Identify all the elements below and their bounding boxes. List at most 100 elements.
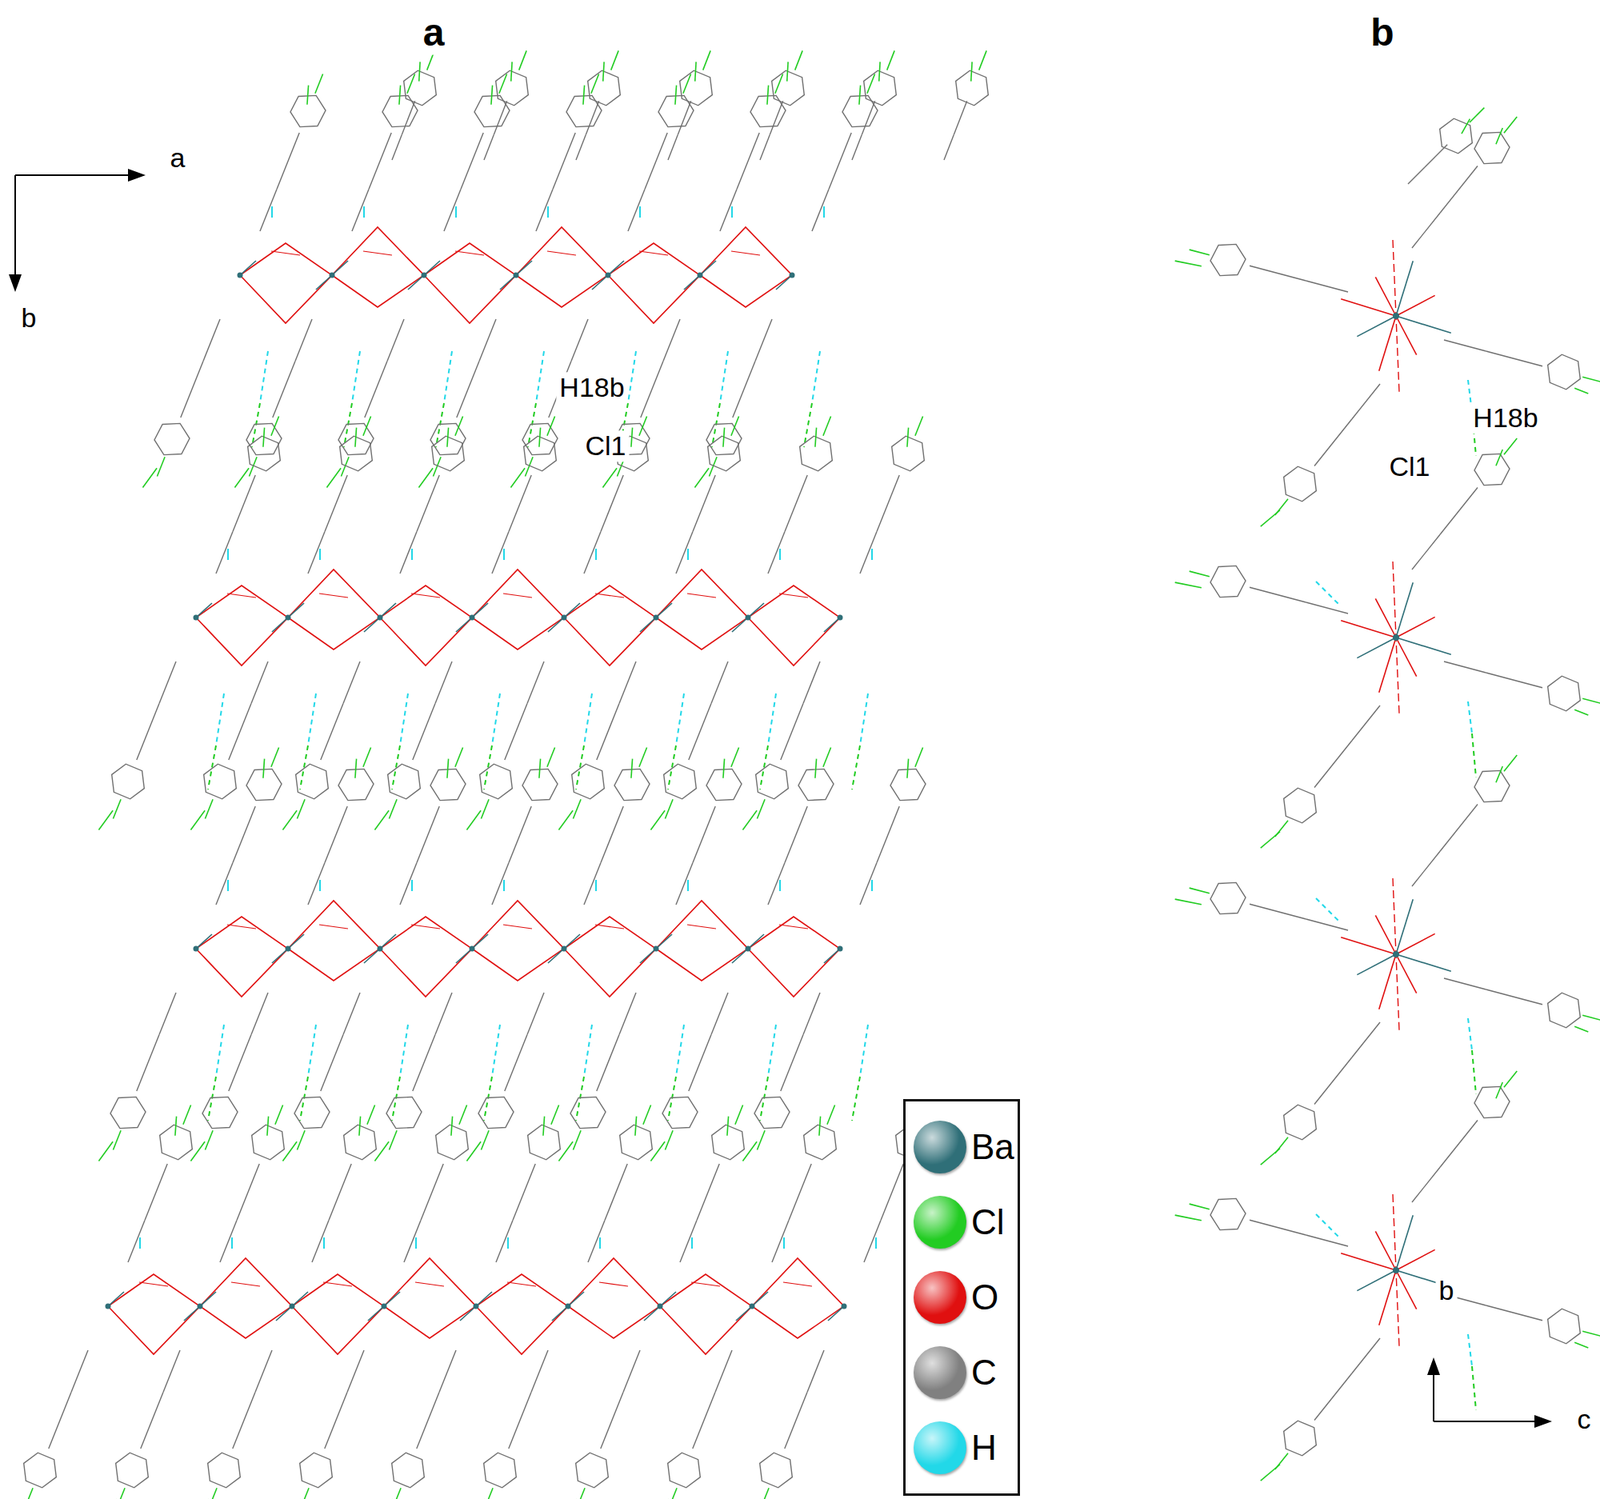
cl-bond [631, 428, 633, 448]
benzene-ring [1548, 1308, 1581, 1344]
bond [1444, 340, 1487, 352]
bond [527, 992, 544, 1036]
cl-bond [756, 1130, 765, 1150]
bond [180, 361, 204, 419]
cl-bond [282, 810, 297, 830]
h-bond [852, 745, 860, 790]
ba-bond [292, 1292, 308, 1307]
cl-bond [388, 799, 397, 819]
bond [1306, 1235, 1349, 1247]
benzene-ring [1474, 1086, 1510, 1118]
h-atom [227, 880, 229, 892]
bond [604, 1164, 628, 1221]
legend-text: Ba [971, 1127, 1015, 1168]
ba-bond [408, 275, 424, 290]
bond [784, 1392, 808, 1450]
cl-bond [271, 748, 280, 768]
cl-bond [419, 61, 420, 81]
bond [531, 1350, 548, 1393]
ba-o-bond [1356, 637, 1396, 659]
h-bond [576, 745, 584, 790]
ba-o-bond [660, 1274, 752, 1355]
ba-o-bond [384, 1258, 476, 1339]
bond [411, 593, 440, 598]
bond [435, 661, 452, 704]
bond [944, 135, 954, 161]
cl-bond [742, 1141, 757, 1161]
ba-bond [332, 260, 348, 276]
h-bond [392, 745, 400, 790]
cl-bond [1260, 1148, 1280, 1165]
benzene-ring [338, 423, 374, 455]
bond [1412, 851, 1440, 887]
bond [216, 863, 233, 906]
bond [455, 251, 484, 256]
h-atom [363, 206, 365, 218]
h-bond [852, 1076, 860, 1121]
ba-atom [381, 1304, 388, 1310]
bond [227, 593, 256, 598]
cl-bond [234, 468, 249, 488]
ba-o-bond [472, 569, 564, 650]
h-bond [720, 351, 728, 404]
bond [479, 319, 496, 362]
h-atom [691, 1237, 693, 1249]
benzene-ring [754, 1096, 790, 1128]
benzene-ring [956, 70, 989, 106]
ba-bond [364, 948, 380, 964]
bond [1306, 919, 1349, 931]
cl-bond [731, 416, 740, 436]
ba-atom [837, 946, 844, 952]
ba-bond [380, 934, 396, 949]
cl-bond [915, 748, 924, 768]
benzene-ring [484, 1452, 517, 1488]
ba-bond [384, 1292, 400, 1307]
cl-bond [1175, 582, 1202, 588]
cl-bond [915, 416, 924, 436]
bond [343, 661, 360, 704]
bond [496, 1220, 513, 1264]
ba-bond [476, 1292, 492, 1307]
cl-bond [611, 50, 619, 70]
ba-bond [656, 934, 672, 949]
benzene-ring [300, 1452, 333, 1488]
cl-bond [1189, 249, 1210, 256]
cl-bond [1574, 709, 1588, 716]
ba-o-bond [1356, 316, 1396, 337]
bond [599, 1282, 628, 1287]
bond [596, 1035, 620, 1092]
bond [677, 100, 691, 135]
h-bond [812, 351, 820, 404]
cl-bond [731, 748, 740, 768]
cl-bond [867, 74, 876, 94]
cl-bond [879, 61, 880, 81]
benzene-ring [388, 764, 421, 800]
h-bond [1472, 1366, 1476, 1411]
bond [1314, 419, 1352, 467]
bond [216, 532, 233, 575]
bond [687, 593, 716, 598]
axis-label: a [167, 142, 189, 174]
bond [251, 661, 268, 704]
cl-bond [664, 799, 673, 819]
axis [14, 175, 16, 280]
benzene-ring [1210, 882, 1246, 914]
cl-bond [558, 810, 573, 830]
cl-bond [1582, 376, 1600, 383]
bond [663, 319, 680, 362]
ba-atom [605, 272, 612, 279]
h-bond [1468, 1334, 1472, 1367]
bond [232, 475, 256, 532]
ba-bond [456, 948, 472, 964]
bond [128, 1220, 145, 1264]
bond [420, 1164, 444, 1221]
bond [527, 661, 544, 704]
benzene-ring [24, 1452, 57, 1488]
benzene-ring [576, 1452, 609, 1488]
cl-bond [116, 1488, 125, 1499]
bond [144, 1164, 168, 1221]
benzene-ring [1440, 118, 1473, 154]
benzene-ring [864, 70, 897, 106]
cl-bond [204, 1130, 213, 1150]
bond [271, 251, 300, 256]
